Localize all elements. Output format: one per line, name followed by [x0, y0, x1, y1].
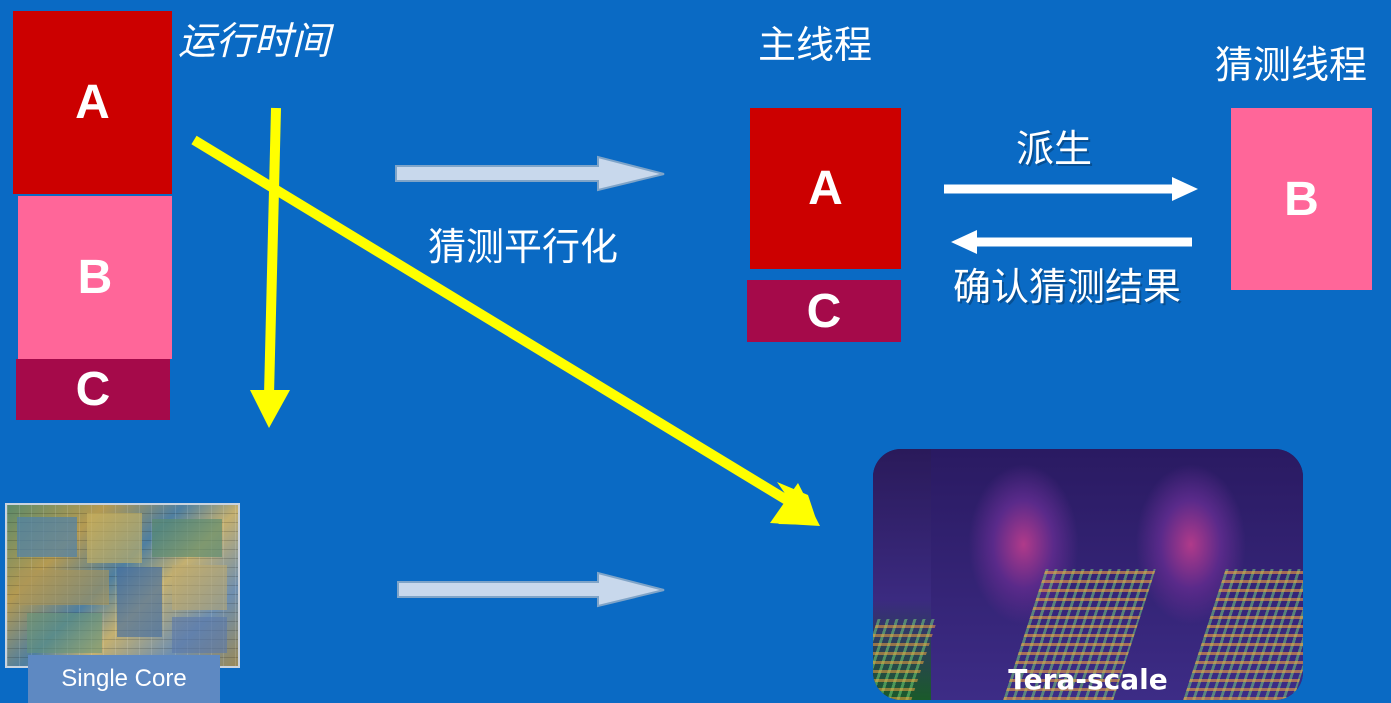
left-block-a: A [13, 11, 172, 194]
main-block-c: C [747, 280, 901, 342]
main-block-c-label: C [806, 284, 842, 338]
single-core-chip-image [5, 503, 240, 668]
left-block-a-label: A [75, 76, 110, 129]
left-block-b: B [18, 196, 172, 359]
main-block-a: A [750, 108, 901, 269]
left-block-b-label: B [77, 251, 113, 304]
scaling-arrow [397, 571, 665, 608]
runtime-label: 运行时间 [178, 19, 331, 63]
spawn-label: 派生 [1016, 127, 1093, 171]
left-block-c-label: C [75, 363, 111, 416]
speculative-parallelization-label: 猜测平行化 [428, 225, 619, 269]
speculative-thread-label: 猜测线程 [1215, 43, 1368, 87]
left-block-c: C [16, 359, 170, 420]
single-core-label: Single Core [28, 655, 220, 703]
confirm-arrow [951, 230, 1192, 254]
spawn-arrow [944, 177, 1198, 201]
main-block-a-label: A [808, 162, 843, 215]
tera-scale-label: Tera-scale [1008, 663, 1168, 696]
speculative-parallelization-arrow [395, 155, 665, 192]
speculative-block-b: B [1231, 108, 1372, 290]
tera-scale-image: Tera-scale [873, 449, 1303, 700]
diagonal-yellow-arrow [191, 135, 820, 526]
main-thread-label: 主线程 [758, 23, 873, 67]
confirm-label: 确认猜测结果 [953, 265, 1182, 309]
runtime-down-arrow [250, 107, 290, 428]
speculative-block-b-label: B [1284, 172, 1319, 226]
